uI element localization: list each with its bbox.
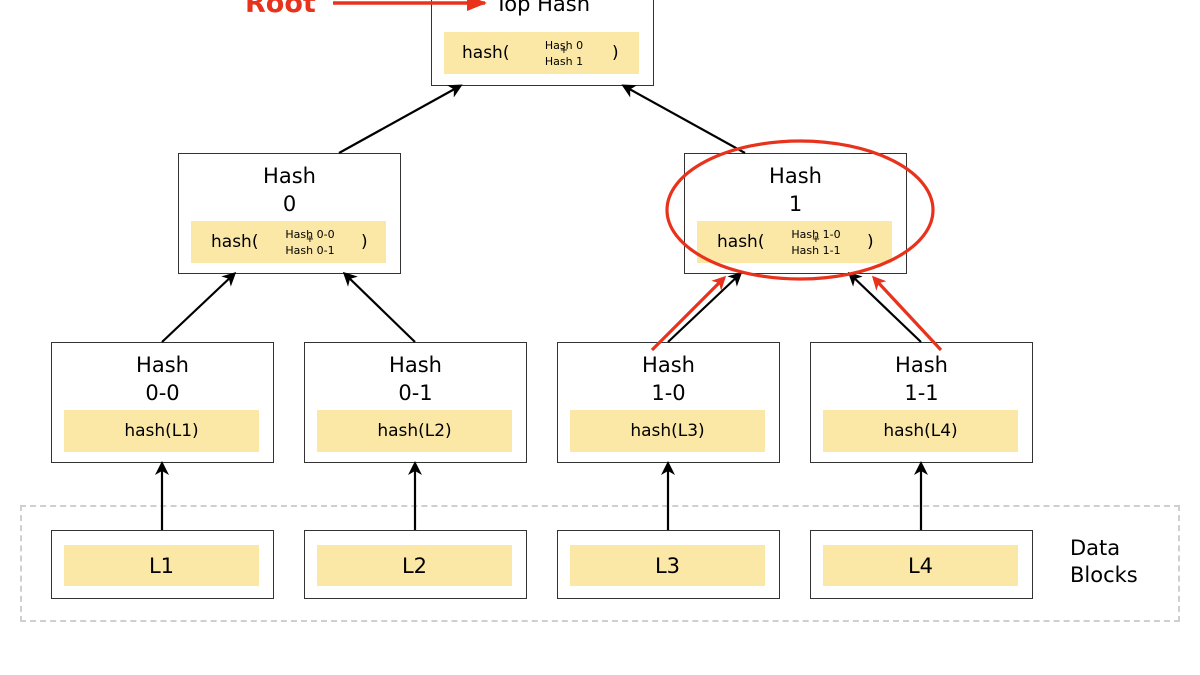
hash-close-paren: ) [612,43,619,63]
hash-1-node: Hash 1 hash( Hash 1-0 + Hash 1-1 ) [684,153,907,274]
data-block-l2: L2 [304,530,527,599]
operand-a: Hash 0-0 [285,228,335,241]
block-fill: L2 [317,545,512,586]
leaf-hash-value: hash(L2) [377,421,452,441]
node-title-line2: 0-0 [145,381,180,405]
block-label: L4 [907,553,934,578]
data-blocks-label: Data Blocks [1070,535,1138,589]
node-title-line1: Hash [263,164,316,188]
node-title-line1: Hash [136,353,189,377]
block-fill: L1 [64,545,259,586]
leaf-hash-box: hash(L4) [823,410,1018,452]
node-title-line1: Hash [389,353,442,377]
highlight-ellipse [665,139,935,281]
top-hash-node: Top Hash hash( Hash 0 + Hash 1 ) [431,0,654,86]
arrow-hash-1-0-to-hash-1 [667,271,743,343]
hash-1-formula: hash( Hash 1-0 + Hash 1-1 ) [697,221,892,263]
root-label: Root [245,0,316,19]
hash-operands: Hash 1-0 + Hash 1-1 [789,229,843,256]
block-label: L2 [401,553,428,578]
node-title-line1: Hash [895,353,948,377]
hash-func-label: hash( [717,232,765,252]
leaf-hash-value: hash(L3) [630,421,705,441]
data-blocks-label-line2: Blocks [1070,563,1138,587]
top-hash-title: Top Hash [494,0,591,16]
leaf-hash-box: hash(L1) [64,410,259,452]
red-arrow-hash-1-0-to-hash-1 [650,275,727,352]
hash-0-formula: hash( Hash 0-0 + Hash 0-1 ) [191,221,386,263]
node-title-line2: 1-0 [651,381,686,405]
node-title-line2: 0 [282,192,297,216]
hash-func-label: hash( [211,232,259,252]
block-label: L3 [654,553,681,578]
block-fill: L4 [823,545,1018,586]
block-label: L1 [148,553,175,578]
hash-operands: Hash 0 + Hash 1 [542,40,586,67]
hash-close-paren: ) [361,232,368,252]
operand-a: Hash 0 [544,39,584,52]
operand-b: Hash 0-1 [285,244,335,257]
hash-close-paren: ) [867,232,874,252]
node-title-line1: Hash [769,164,822,188]
leaf-hash-box: hash(L2) [317,410,512,452]
top-hash-formula: hash( Hash 0 + Hash 1 ) [444,32,639,74]
hash-1-0-node: Hash 1-0 hash(L3) [557,342,780,463]
hash-0-node: Hash 0 hash( Hash 0-0 + Hash 0-1 ) [178,153,401,274]
hash-0-1-node: Hash 0-1 hash(L2) [304,342,527,463]
hash-func-label: hash( [462,43,510,63]
node-title-line2: 1 [788,192,803,216]
data-blocks-group [20,505,1180,622]
block-fill: L3 [570,545,765,586]
red-arrow-hash-1-1-to-hash-1 [871,275,943,352]
hash-operands: Hash 0-0 + Hash 0-1 [283,229,337,256]
data-block-l1: L1 [51,530,274,599]
node-title-line2: 0-1 [398,381,433,405]
arrow-hash-1-1-to-hash-1 [847,271,922,343]
node-title-line1: Hash [642,353,695,377]
data-block-l4: L4 [810,530,1033,599]
data-block-l3: L3 [557,530,780,599]
operand-plus: + [559,45,569,56]
leaf-hash-box: hash(L3) [570,410,765,452]
arrow-hash-0-1-to-hash-0 [342,271,416,343]
data-blocks-label-line1: Data [1070,536,1121,560]
operand-plus: + [811,234,821,245]
operand-a: Hash 1-0 [791,228,841,241]
arrow-hash-0-to-top [338,84,463,154]
operand-plus: + [305,234,315,245]
arrow-hash-1-to-top [621,84,746,154]
operand-b: Hash 1-1 [791,244,841,257]
hash-0-0-node: Hash 0-0 hash(L1) [51,342,274,463]
hash-1-1-node: Hash 1-1 hash(L4) [810,342,1033,463]
leaf-hash-value: hash(L4) [883,421,958,441]
node-title-line2: 1-1 [904,381,939,405]
arrow-hash-0-0-to-hash-0 [161,271,237,343]
leaf-hash-value: hash(L1) [124,421,199,441]
operand-b: Hash 1 [544,55,584,68]
